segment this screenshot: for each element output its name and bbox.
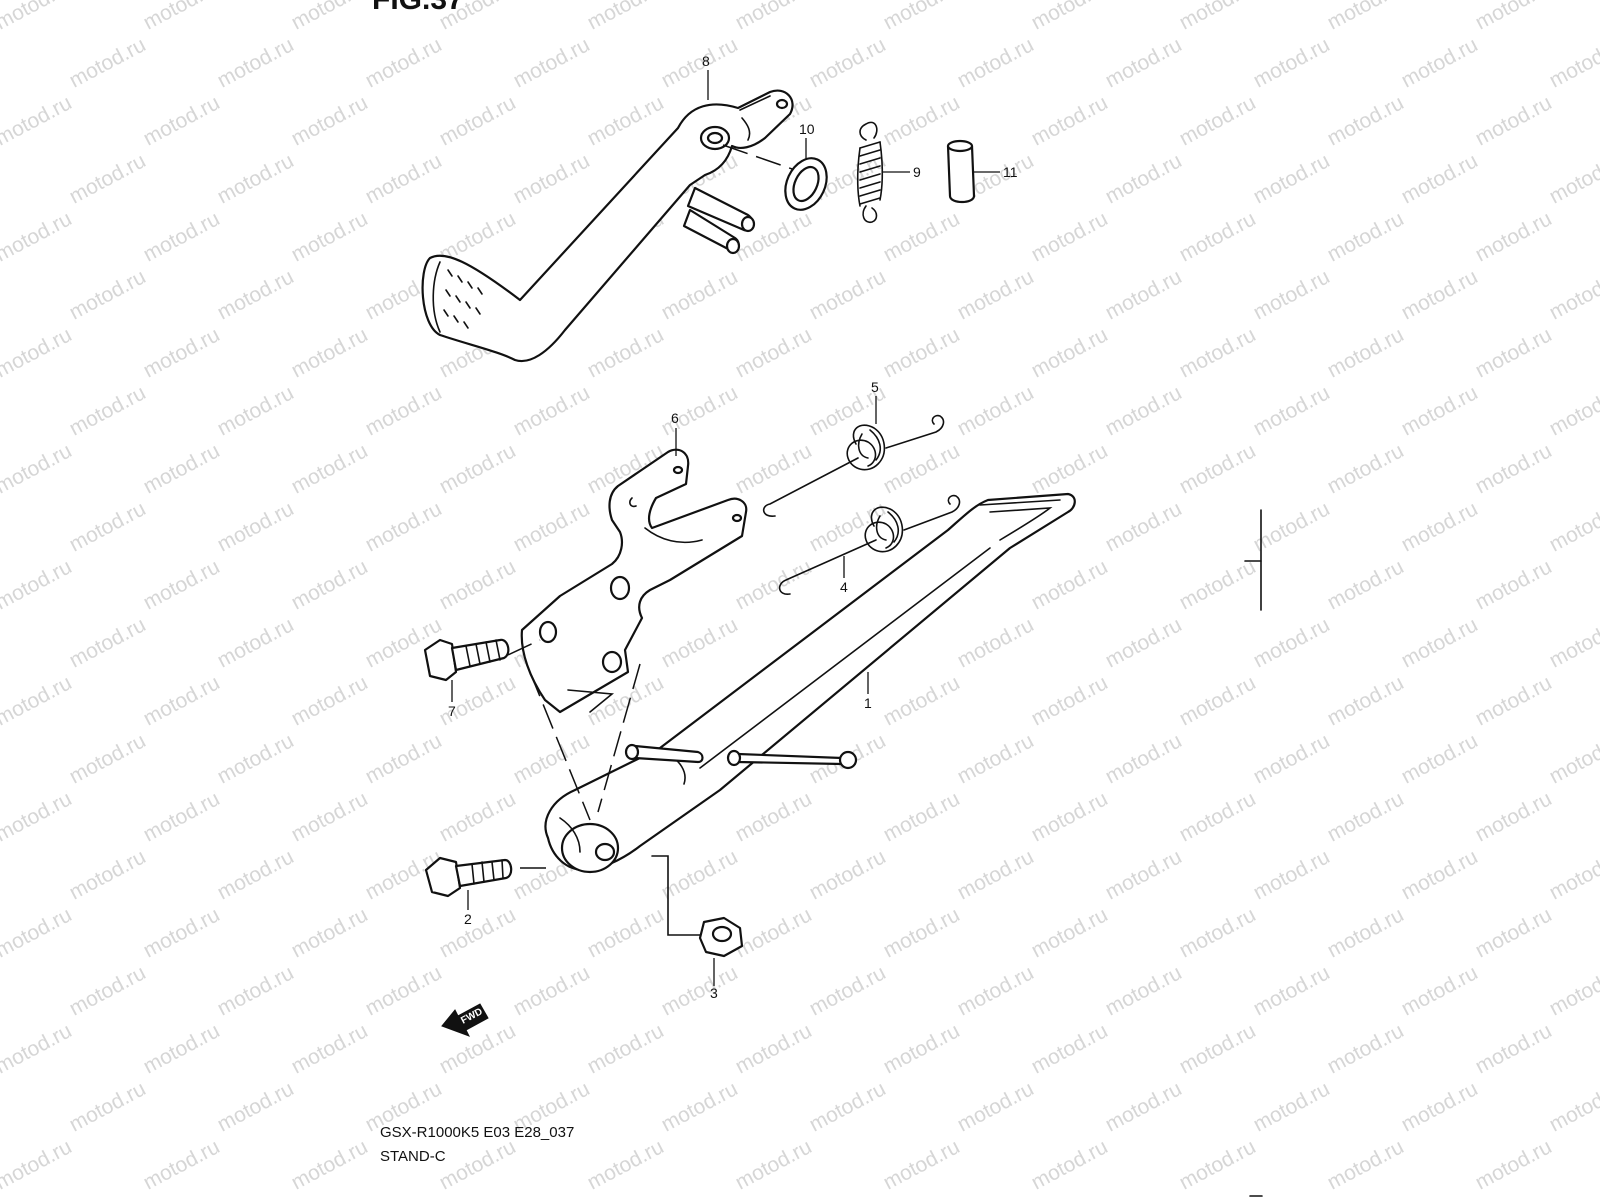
callout-leaders <box>451 70 1000 986</box>
callout-8: 8 <box>702 53 710 69</box>
callout-11: 11 <box>1003 164 1018 180</box>
side-stand <box>544 492 1076 874</box>
lower-spring <box>778 494 961 595</box>
callout-7: 7 <box>448 703 456 719</box>
callout-5: 5 <box>871 379 879 395</box>
nut <box>698 916 744 958</box>
edge-ticks <box>1244 509 1263 1197</box>
upper-bolt <box>423 638 510 682</box>
caption-name: STAND-C <box>380 1148 446 1165</box>
lower-bolt <box>424 856 513 898</box>
callout-6: 6 <box>671 410 679 426</box>
forward-arrow-icon: FWD <box>441 1003 489 1037</box>
small-spring <box>856 121 884 224</box>
callout-9: 9 <box>913 164 921 180</box>
callout-3: 3 <box>710 985 718 1001</box>
brake-pedal <box>421 89 796 363</box>
sleeve <box>946 139 976 204</box>
upper-spring <box>762 414 945 517</box>
callout-numbers: 8 10 9 11 5 6 4 1 7 2 3 <box>448 53 1018 1001</box>
callout-4: 4 <box>840 579 848 595</box>
stand-bracket <box>520 448 748 714</box>
callout-2: 2 <box>464 911 472 927</box>
callout-10: 10 <box>799 121 815 137</box>
caption-model: GSX-R1000K5 E03 E28_037 <box>380 1124 574 1141</box>
assembly-lines <box>507 639 701 936</box>
washer <box>784 157 828 211</box>
callout-1: 1 <box>864 695 872 711</box>
figure-title: FIG.37 <box>372 0 464 16</box>
